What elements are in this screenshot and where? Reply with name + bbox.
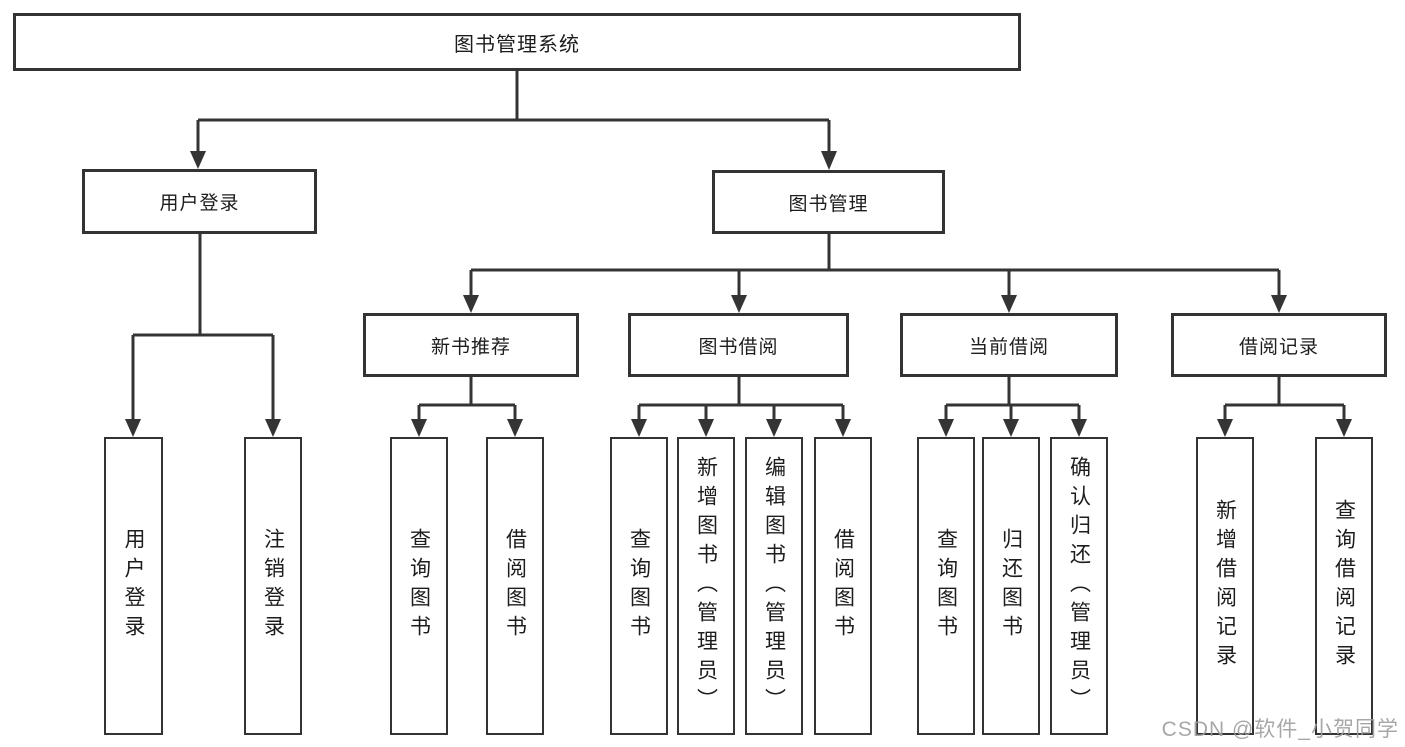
node-label: 确认归还（管理员） bbox=[1067, 455, 1091, 717]
leaf-user-login: 用户登录 bbox=[104, 437, 163, 735]
node-label: 当前借阅 bbox=[968, 336, 1049, 358]
node-label: 注销登录 bbox=[261, 528, 285, 644]
node-user-login: 用户登录 bbox=[82, 169, 317, 234]
node-label: 用户登录 bbox=[122, 528, 145, 644]
node-label: 新增借阅记录 bbox=[1213, 499, 1237, 673]
arrowhead-icon bbox=[731, 295, 747, 313]
node-label: 新增图书（管理员） bbox=[694, 455, 718, 717]
arrowhead-icon bbox=[835, 419, 851, 437]
arrowhead-icon bbox=[1001, 295, 1017, 313]
node-label: 借阅图书 bbox=[503, 528, 527, 644]
leaf-add-book-admin: 新增图书（管理员） bbox=[677, 437, 735, 735]
node-label: 图书管理系统 bbox=[454, 33, 580, 56]
leaf-borrow-books: 借阅图书 bbox=[814, 437, 872, 735]
arrowhead-icon bbox=[125, 419, 141, 437]
leaf-query-borrow-record: 查询借阅记录 bbox=[1315, 437, 1373, 735]
node-borrow-records: 借阅记录 bbox=[1171, 313, 1387, 377]
node-label: 用户登录 bbox=[159, 193, 240, 214]
leaf-query-books-borrow: 查询图书 bbox=[610, 437, 668, 735]
arrowhead-icon bbox=[507, 419, 523, 437]
node-label: 图书借阅 bbox=[698, 336, 779, 358]
node-label: 查询图书 bbox=[627, 528, 651, 644]
arrowhead-icon bbox=[1336, 419, 1352, 437]
arrowhead-icon bbox=[1003, 419, 1019, 437]
leaf-logout: 注销登录 bbox=[244, 437, 302, 735]
arrowhead-icon bbox=[1271, 295, 1287, 313]
leaf-query-books-recommend: 查询图书 bbox=[390, 437, 448, 735]
arrowhead-icon bbox=[411, 419, 427, 437]
arrowhead-icon bbox=[766, 419, 782, 437]
node-new-book-recommend: 新书推荐 bbox=[363, 313, 579, 377]
node-book-management: 图书管理 bbox=[712, 170, 945, 234]
arrowhead-icon bbox=[938, 419, 954, 437]
arrowhead-icon bbox=[1071, 419, 1087, 437]
leaf-return-book: 归还图书 bbox=[982, 437, 1040, 735]
leaf-query-books-current: 查询图书 bbox=[917, 437, 975, 735]
node-library-management-system: 图书管理系统 bbox=[13, 13, 1021, 71]
leaf-confirm-return-admin: 确认归还（管理员） bbox=[1050, 437, 1108, 735]
arrowhead-icon bbox=[1217, 419, 1233, 437]
leaf-edit-book-admin: 编辑图书（管理员） bbox=[745, 437, 803, 735]
leaf-borrow-books-recommend: 借阅图书 bbox=[486, 437, 544, 735]
arrowhead-icon bbox=[265, 419, 281, 437]
node-label: 借阅图书 bbox=[831, 528, 855, 644]
node-label: 图书管理 bbox=[788, 193, 869, 215]
node-label: 查询图书 bbox=[407, 528, 431, 644]
node-label: 编辑图书（管理员） bbox=[762, 455, 786, 717]
arrowhead-icon bbox=[631, 419, 647, 437]
node-label: 查询借阅记录 bbox=[1332, 499, 1356, 673]
leaf-add-borrow-record: 新增借阅记录 bbox=[1196, 437, 1254, 735]
arrowhead-icon bbox=[698, 419, 714, 437]
arrowhead-icon bbox=[190, 151, 206, 169]
node-current-borrow: 当前借阅 bbox=[900, 313, 1118, 377]
node-label: 归还图书 bbox=[999, 528, 1023, 644]
arrowhead-icon bbox=[463, 295, 479, 313]
node-label: 新书推荐 bbox=[430, 336, 511, 358]
node-book-borrow: 图书借阅 bbox=[628, 313, 849, 377]
node-label: 借阅记录 bbox=[1238, 336, 1319, 358]
arrowhead-icon bbox=[821, 151, 837, 170]
node-label: 查询图书 bbox=[934, 528, 958, 644]
